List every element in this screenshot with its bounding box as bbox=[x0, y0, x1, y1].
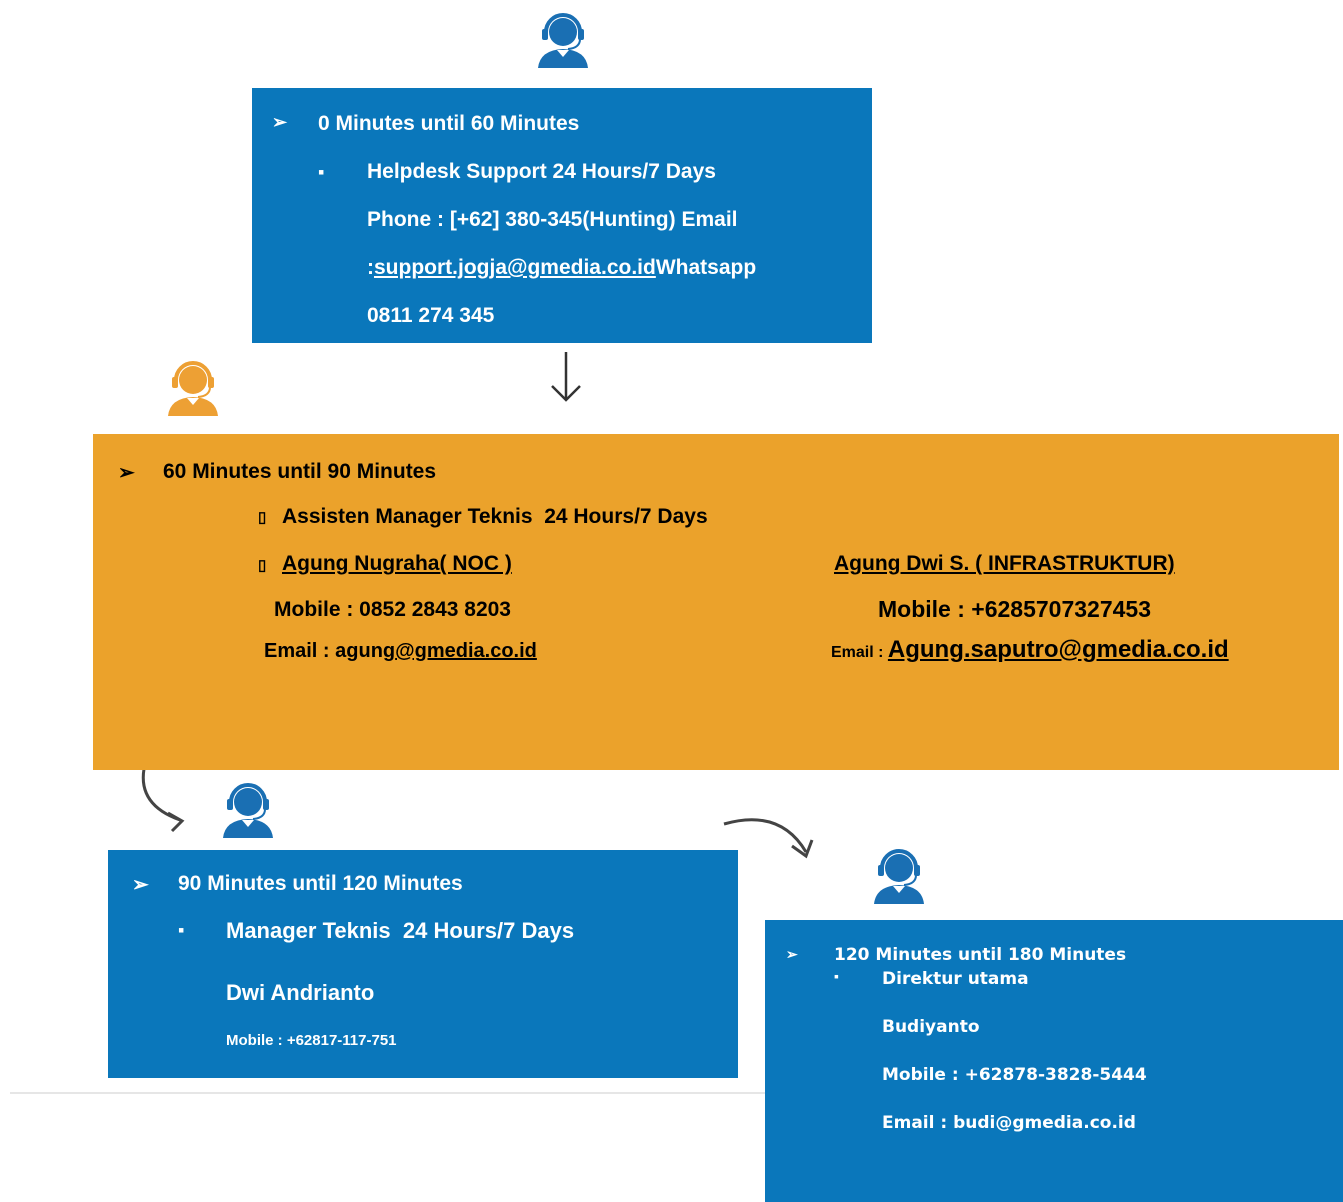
tier4-heading: 120 Minutes until 180 Minutes bbox=[834, 945, 1127, 965]
tier2-main-bullet: ➢ bbox=[118, 462, 135, 484]
tier3-mobile: Mobile : +62817-117-751 bbox=[226, 1032, 397, 1049]
tier2-heading: 60 Minutes until 90 Minutes bbox=[163, 460, 437, 483]
tier2-right-email-line: Email : Agung.saputro@gmedia.co.id bbox=[831, 636, 1229, 664]
tier3-box bbox=[108, 850, 738, 1078]
tier4-sub-bullet: ▪ bbox=[834, 968, 839, 984]
tier4-box bbox=[765, 920, 1343, 1202]
tier1-box bbox=[252, 88, 872, 343]
tier3-name: Dwi Andrianto bbox=[226, 980, 375, 1005]
curved-arrow-icon bbox=[723, 818, 814, 859]
tier1-whatsapp-label: Whatsapp bbox=[655, 256, 757, 279]
tier1-whatsapp-number: 0811 274 345 bbox=[367, 304, 495, 327]
tier2-right-name: Agung Dwi S. ( INFRASTRUKTUR) bbox=[834, 552, 1175, 575]
tier2-sub-bullet: ▯ bbox=[258, 509, 267, 526]
tier1-role: Helpdesk Support 24 Hours/7 Days bbox=[367, 160, 716, 183]
tier4-mobile: Mobile : +62878-3828-5444 bbox=[882, 1065, 1147, 1085]
tier2-right-email-link[interactable]: Agung.saputro@gmedia.co.id bbox=[887, 636, 1229, 663]
tier3-main-bullet: ➢ bbox=[132, 874, 149, 896]
divider bbox=[10, 1092, 770, 1094]
tier1-email-prefix: : bbox=[367, 256, 374, 279]
tier2-right-mobile: Mobile : +6285707327453 bbox=[878, 596, 1151, 622]
headset-agent-icon bbox=[874, 849, 924, 904]
tier4-name: Budiyanto bbox=[882, 1017, 980, 1037]
tier1-phone: Phone : [+62] 380-345(Hunting) Email bbox=[367, 208, 738, 231]
tier2-sub-bullet: ▯ bbox=[258, 557, 267, 574]
tier3-role: Manager Teknis 24 Hours/7 Days bbox=[226, 918, 575, 943]
tier2-left-email-label: Email : agung bbox=[264, 640, 396, 662]
headset-agent-icon bbox=[223, 783, 273, 838]
tier2-box bbox=[93, 434, 1339, 770]
tier3-sub-bullet: ▪ bbox=[178, 920, 185, 940]
tier2-left-mobile: Mobile : 0852 2843 8203 bbox=[274, 598, 511, 621]
tier1-main-bullet: ➢ bbox=[272, 112, 288, 132]
headset-agent-icon bbox=[168, 361, 218, 416]
tier1-sub-bullet: ▪ bbox=[318, 162, 325, 182]
tier1-email-line: :support.jogja@gmedia.co.idWhatsapp bbox=[367, 256, 756, 280]
tier4-role: Direktur utama bbox=[882, 969, 1029, 989]
tier1-heading: 0 Minutes until 60 Minutes bbox=[318, 112, 580, 135]
headset-agent-icon bbox=[538, 13, 588, 68]
tier2-left-email-link[interactable]: @gmedia.co.id bbox=[395, 640, 537, 662]
curved-arrow-icon bbox=[141, 768, 185, 833]
tier2-right-email-label: Email : bbox=[831, 644, 888, 661]
tier3-heading: 90 Minutes until 120 Minutes bbox=[178, 872, 463, 895]
tier4-email: Email : budi@gmedia.co.id bbox=[882, 1113, 1136, 1133]
tier2-role: Assisten Manager Teknis 24 Hours/7 Days bbox=[282, 505, 708, 528]
tier2-left-email-line: Email : agung@gmedia.co.id bbox=[264, 640, 537, 663]
tier2-left-name: Agung Nugraha( NOC ) bbox=[282, 552, 512, 575]
tier4-main-bullet: ➢ bbox=[786, 946, 798, 962]
down-arrow-icon bbox=[551, 352, 581, 402]
tier1-email-link[interactable]: support.jogja@gmedia.co.id bbox=[374, 256, 656, 279]
